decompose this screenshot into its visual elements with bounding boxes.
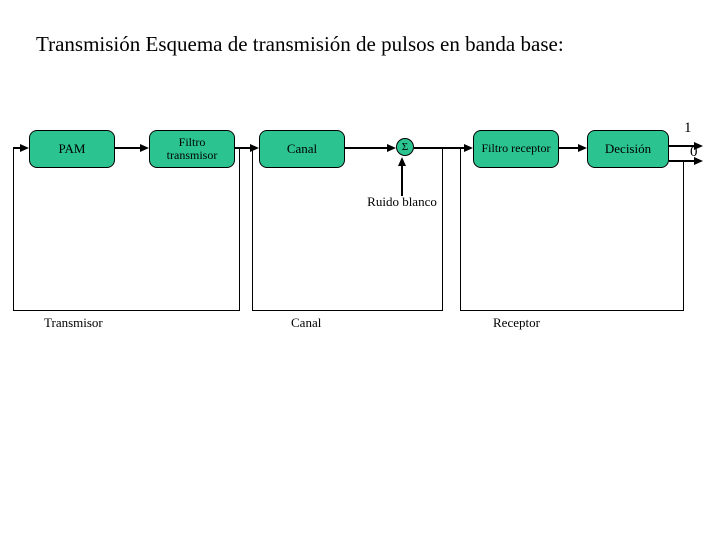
group-label-transmisor: Transmisor: [44, 315, 103, 330]
arrowhead-into-decision-icon: [578, 144, 587, 152]
block-filtro-transmisor: Filtro transmisor: [149, 130, 235, 168]
arrow-line-filtro-transmisor-to-canal: [235, 147, 253, 149]
arrowhead-into-canal-icon: [250, 144, 259, 152]
arrowhead-output-1-icon: [694, 142, 703, 150]
group-box-transmisor: [13, 148, 240, 311]
group-label-receptor: Receptor: [493, 315, 540, 330]
arrowhead-ruido-blanco-icon: [398, 157, 406, 166]
arrowhead-output-0-icon: [694, 157, 703, 165]
arrow-line-pam-to-filtro-transmisor: [115, 147, 143, 149]
sum-node: Σ: [396, 138, 414, 156]
arrow-line-input: [13, 147, 23, 149]
block-filtro-receptor: Filtro receptor: [473, 130, 559, 168]
ruido-blanco-label: Ruido blanco: [367, 194, 437, 209]
arrowhead-into-pam-icon: [20, 144, 29, 152]
output-0-label: 0: [690, 144, 698, 160]
block-decision: Decisión: [587, 130, 669, 168]
arrow-line-output-1: [669, 145, 697, 147]
group-box-receptor-right-edge: [683, 161, 684, 311]
block-canal: Canal: [259, 130, 345, 168]
arrow-line-canal-to-sum: [345, 147, 390, 149]
group-label-canal: Canal: [291, 315, 322, 330]
output-1-label: 1: [684, 120, 692, 136]
arrowhead-into-sum-icon: [387, 144, 396, 152]
block-pam: PAM: [29, 130, 115, 168]
arrow-line-output-0: [669, 160, 697, 162]
arrowhead-into-filtro-receptor-icon: [464, 144, 473, 152]
arrowhead-into-filtro-transmisor-icon: [140, 144, 149, 152]
slide-title: Transmisión Esquema de transmisión de pu…: [36, 32, 564, 56]
arrow-line-sum-to-filtro-receptor: [414, 147, 467, 149]
group-box-canal: [252, 148, 443, 311]
arrow-line-ruido-blanco: [401, 165, 403, 196]
group-box-receptor: [460, 148, 684, 311]
arrow-line-filtro-receptor-to-decision: [559, 147, 581, 149]
